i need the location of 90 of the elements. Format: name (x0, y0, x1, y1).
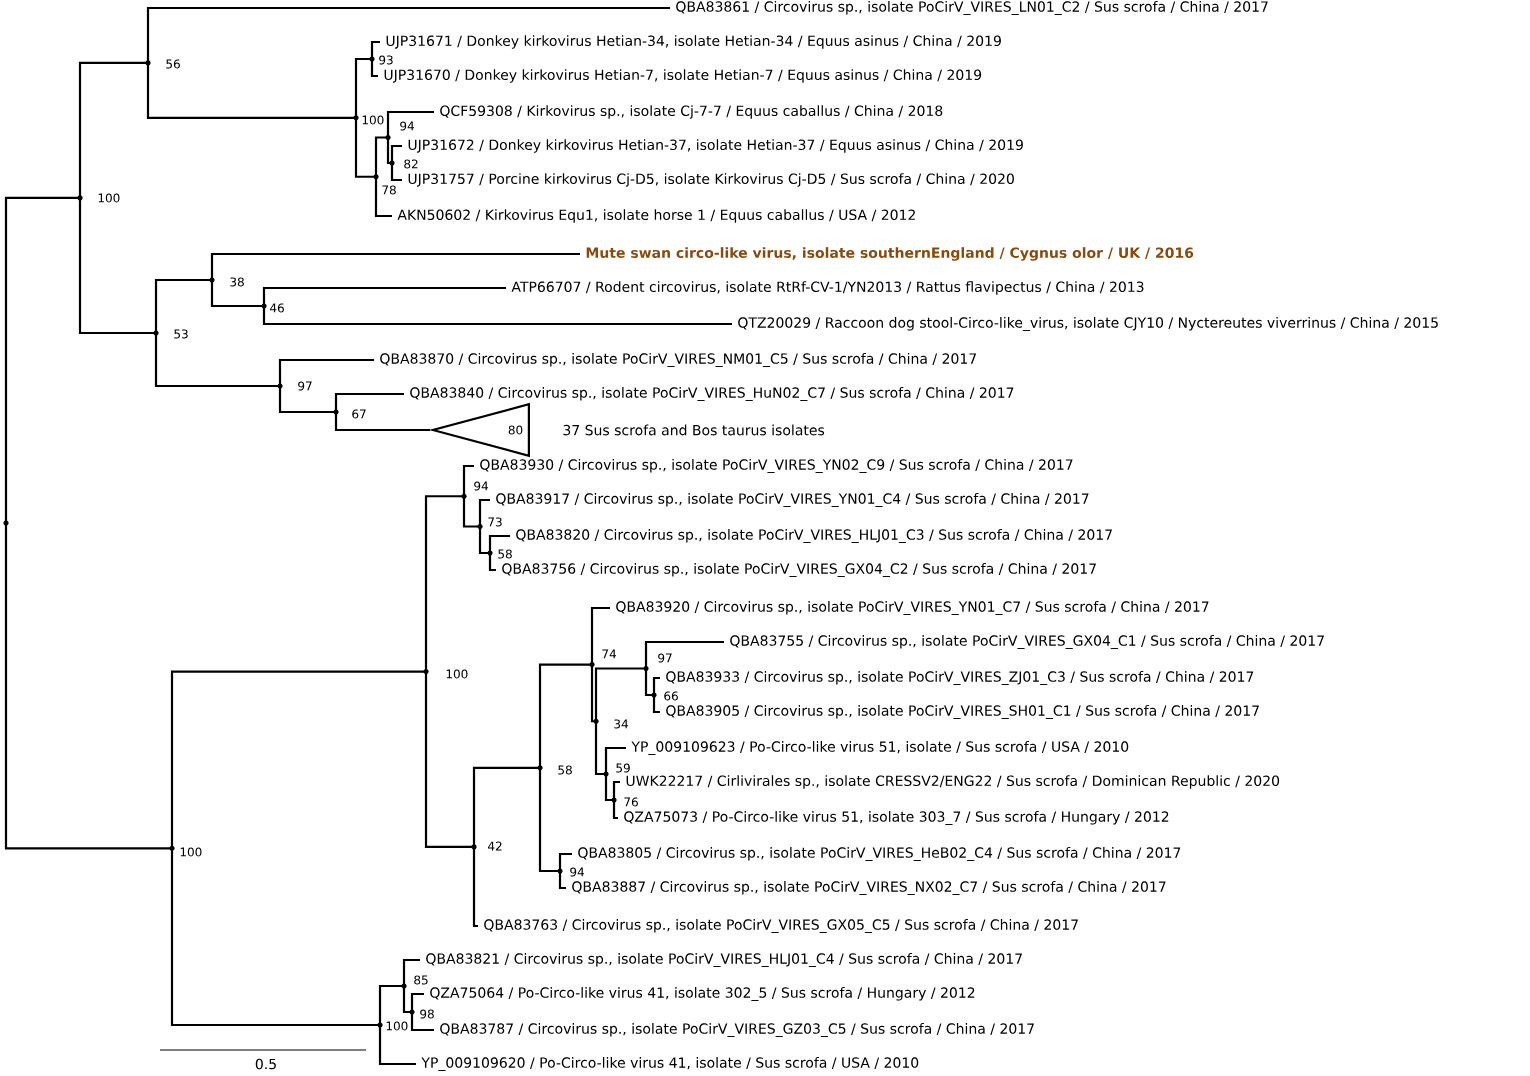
branch (462, 464, 474, 497)
branch (612, 780, 620, 800)
branch (390, 163, 402, 182)
branch-point (651, 692, 657, 698)
branch-point (589, 662, 595, 668)
branch-point (603, 771, 609, 777)
branch (262, 286, 506, 306)
branch (210, 252, 580, 280)
branch (386, 137, 392, 165)
branch-point (333, 409, 339, 415)
branch (472, 766, 540, 847)
branch (278, 358, 374, 386)
branch-point (169, 845, 175, 851)
branch (146, 62, 356, 119)
branch (424, 495, 464, 672)
branch (644, 668, 654, 697)
branch-point (77, 195, 83, 201)
branch (146, 6, 670, 63)
branch (594, 721, 606, 776)
branch (478, 526, 490, 555)
branch-point (593, 718, 599, 724)
branch (558, 871, 566, 890)
branch-point (385, 134, 391, 141)
branch (462, 496, 480, 528)
branch (538, 663, 592, 768)
branch-point (557, 868, 563, 874)
branch (378, 1025, 416, 1066)
branch (154, 333, 280, 388)
branch-point (153, 330, 159, 336)
branch (590, 606, 610, 665)
branch-point (145, 60, 151, 66)
branch-point (423, 669, 429, 675)
branch (590, 664, 596, 723)
branch (386, 110, 434, 138)
branch-point (369, 56, 375, 62)
branch (262, 306, 732, 326)
branch (424, 671, 474, 848)
branch (390, 144, 402, 163)
branch (604, 746, 626, 774)
branch (488, 534, 510, 553)
branch-point (209, 277, 215, 283)
branch-point (389, 160, 395, 166)
branch (652, 676, 660, 695)
branch-point (261, 303, 267, 309)
branch (472, 846, 478, 928)
branch (402, 958, 420, 986)
branch (334, 412, 430, 432)
branch-point (409, 1009, 415, 1015)
branch-point (471, 844, 477, 850)
branch (374, 136, 388, 177)
branch-point (277, 383, 283, 389)
branch (402, 986, 412, 1014)
branch-point (487, 550, 493, 556)
branch (374, 176, 392, 218)
branch (604, 774, 614, 802)
branch (652, 695, 660, 714)
branch-point (461, 493, 467, 499)
branch (334, 392, 404, 412)
branch (78, 61, 148, 198)
branch-point (353, 115, 359, 121)
branch (78, 197, 156, 335)
branch (538, 767, 560, 873)
branch (558, 852, 572, 871)
branch (170, 848, 380, 1027)
branch (410, 1012, 434, 1032)
branch (4, 523, 172, 850)
branch (4, 196, 80, 524)
branch-point (377, 1022, 383, 1028)
branch-point (401, 983, 407, 989)
branch (354, 57, 372, 118)
branch-point (477, 523, 483, 530)
branch-point (537, 765, 543, 771)
branch (210, 280, 264, 308)
branch (354, 117, 376, 178)
branch (154, 278, 212, 333)
branch (644, 640, 724, 669)
branch (410, 992, 424, 1012)
branch-point (611, 797, 617, 803)
branch (278, 386, 336, 414)
branch-point (3, 520, 9, 526)
branch (378, 984, 404, 1025)
branch (488, 553, 496, 572)
branch (370, 40, 380, 59)
branch-point (643, 665, 649, 672)
branch (170, 670, 426, 849)
branch (478, 498, 490, 527)
branch (594, 667, 646, 722)
branch (612, 800, 618, 820)
branch-point (373, 174, 379, 180)
branch (370, 59, 378, 78)
